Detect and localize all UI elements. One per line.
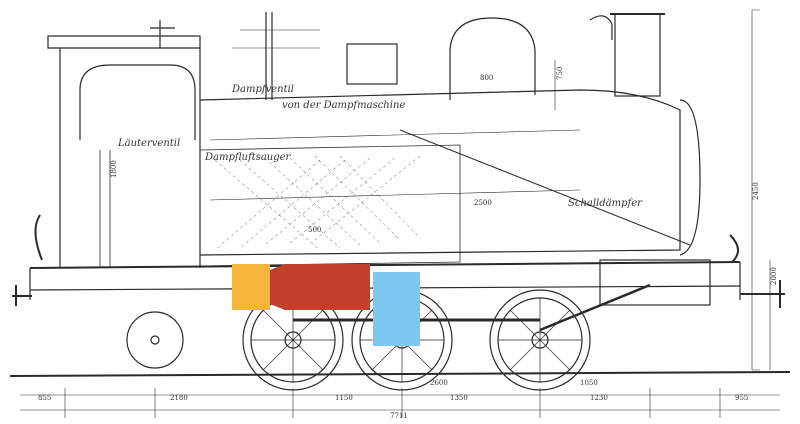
smokebox-front xyxy=(679,99,701,256)
rail-line xyxy=(9,371,791,377)
dim-1350: 1350 xyxy=(450,394,468,402)
valve-gear-rod xyxy=(399,129,691,246)
buffer-front xyxy=(740,280,785,308)
overlay-yellow xyxy=(232,264,270,310)
tank-hatching xyxy=(214,155,421,251)
dim-1150: 1150 xyxy=(335,394,353,402)
label-dampfventil: Dampfventil xyxy=(231,84,294,95)
line-art xyxy=(9,9,791,418)
dim-2000: 2000 xyxy=(770,267,778,285)
label-schalldaempfer: Schalldämpfer xyxy=(568,198,643,209)
dim-1230: 1230 xyxy=(590,394,608,402)
label-laeuterventil: Läuterventil xyxy=(117,138,180,149)
steam-dome xyxy=(449,17,536,100)
footplate xyxy=(29,261,741,269)
driving-wheel-3 xyxy=(489,289,591,391)
cab-window xyxy=(79,64,196,140)
dim-750: 750 xyxy=(556,67,564,80)
overlay-red xyxy=(270,264,370,310)
overlay-blue xyxy=(373,272,420,346)
cab-handrail xyxy=(99,150,111,268)
dim-955: 955 xyxy=(735,394,748,402)
dim-1050: 1050 xyxy=(580,379,598,387)
label-von-dampfmaschine: von der Dampfmaschine xyxy=(282,100,405,111)
dim-500: 500 xyxy=(308,226,321,234)
valve-rods xyxy=(232,29,320,49)
cab-walls xyxy=(59,48,201,268)
front-grab-handle xyxy=(729,234,739,263)
pony-hub xyxy=(150,335,160,345)
pony-wheel xyxy=(126,311,184,369)
dim-2500: 2500 xyxy=(474,199,492,207)
valve-column xyxy=(265,12,273,100)
dim-800: 800 xyxy=(480,74,493,82)
dim-7711: 7711 xyxy=(390,412,408,420)
dim-1800: 1800 xyxy=(110,160,118,178)
boiler-bands xyxy=(209,129,581,201)
buffer-rear xyxy=(12,285,32,306)
rear-grab-handle xyxy=(34,214,43,261)
cylinder xyxy=(599,259,711,306)
dimension-lines xyxy=(20,9,780,418)
dim-2450: 2450 xyxy=(752,182,760,200)
dim-855: 855 xyxy=(38,394,51,402)
dim-2180: 2180 xyxy=(170,394,188,402)
label-dampfluftsauger: Dampfluftsauger xyxy=(204,152,292,163)
sand-box xyxy=(346,43,398,85)
dim-2600: 2600 xyxy=(430,379,448,387)
lamp-bracket xyxy=(589,15,613,40)
connecting-rod xyxy=(539,283,651,332)
whistle xyxy=(150,20,175,48)
